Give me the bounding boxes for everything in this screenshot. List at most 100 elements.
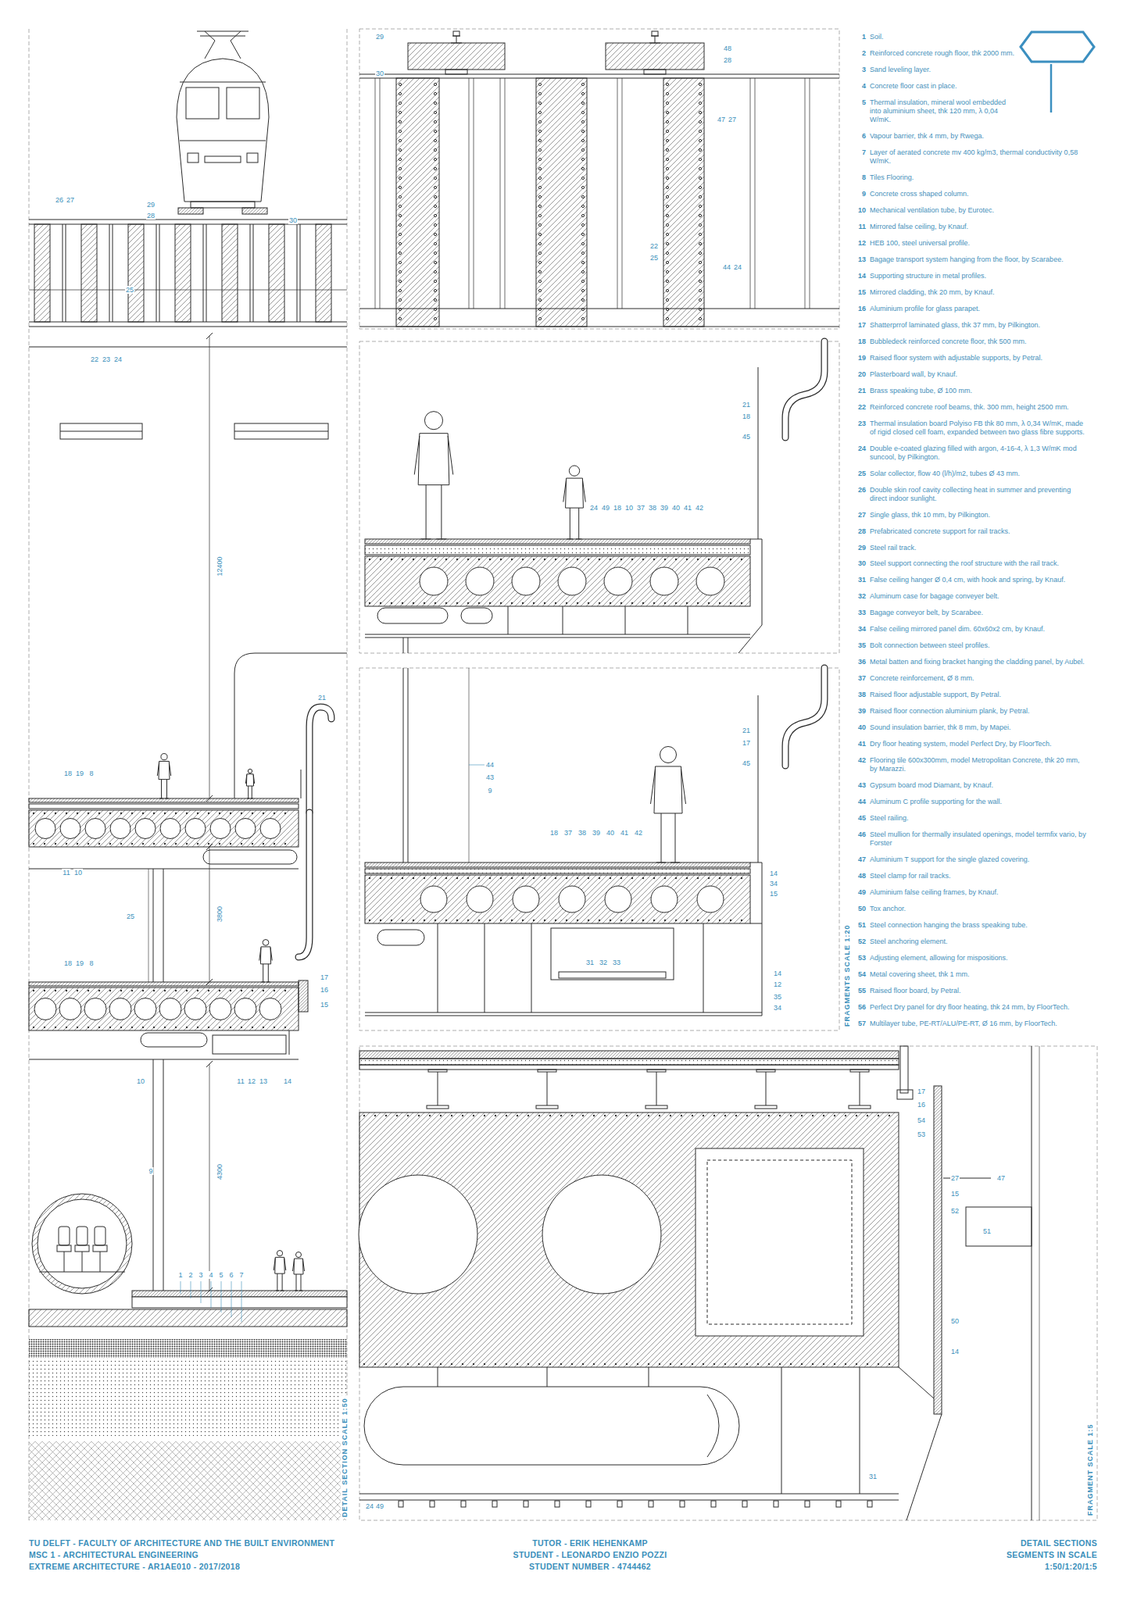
callout-number: 12 xyxy=(772,980,783,989)
rebar-dot xyxy=(615,1115,617,1117)
legend-number: 3 xyxy=(853,65,866,75)
callout-number: 18 xyxy=(549,829,559,837)
window xyxy=(60,423,143,440)
bubble-void xyxy=(235,818,256,840)
rebar-dot xyxy=(273,843,276,845)
rebar-dot xyxy=(598,602,601,605)
dimension-text: 4300 xyxy=(215,1162,224,1182)
rebar-dot xyxy=(196,812,199,815)
rebar-dot xyxy=(433,157,437,161)
rebar-dot xyxy=(538,317,541,320)
rebar-dot xyxy=(822,1115,825,1117)
rebar-dot xyxy=(54,843,57,845)
rebar-dot xyxy=(888,1363,891,1366)
speaking-tube xyxy=(785,668,825,766)
rebar-dot xyxy=(407,1115,409,1117)
rebar-dot xyxy=(538,270,541,273)
callout-number: 17 xyxy=(916,1087,927,1096)
rebar-dot xyxy=(368,602,371,605)
concrete-floor xyxy=(28,1309,347,1327)
rebar-dot xyxy=(207,990,210,992)
legend-number: 39 xyxy=(853,707,866,716)
title-block-text: 1:50/1:20/1:5 xyxy=(1044,1561,1098,1573)
rebar-dot xyxy=(153,812,155,815)
roof-glazing xyxy=(622,78,623,309)
rebar-dot xyxy=(434,602,437,605)
legend-description: Tox anchor. xyxy=(869,904,1089,914)
callout-number: 37 xyxy=(636,504,646,512)
legend-description: Aluminium T support for the single glaze… xyxy=(869,855,1089,865)
rebar-dot xyxy=(43,990,46,992)
legend-description: Aluminium false ceiling frames, by Knauf… xyxy=(869,888,1089,898)
rebar-dot xyxy=(581,176,584,179)
window-line xyxy=(234,431,329,433)
rebar-dot xyxy=(581,289,584,292)
rail-support xyxy=(178,207,204,215)
person-arms xyxy=(157,762,171,776)
rail-support xyxy=(605,42,705,70)
rail-support xyxy=(407,42,505,70)
glass-parapet xyxy=(900,1046,909,1094)
roof-beam xyxy=(396,78,440,327)
callout-number: 21 xyxy=(741,400,751,409)
ceiling-frame xyxy=(461,1501,466,1508)
callout-number: 14 xyxy=(950,1348,960,1356)
legend-number: 55 xyxy=(853,986,866,996)
person-arms xyxy=(245,775,254,784)
legend-description: Raised floor system with adjustable supp… xyxy=(869,354,1089,363)
rebar-dot xyxy=(527,1115,530,1117)
person-head xyxy=(247,768,252,773)
rebar-dot xyxy=(142,1026,144,1029)
callout-number: 22 xyxy=(89,355,100,364)
rebar-dot xyxy=(538,101,541,104)
rebar-dot xyxy=(374,1363,376,1366)
rebar-dot xyxy=(698,82,701,86)
rebar-dot xyxy=(581,120,584,123)
bubble-void xyxy=(557,567,587,596)
pedestal xyxy=(859,1072,861,1106)
bubble-void xyxy=(697,886,724,913)
wall-line xyxy=(407,637,409,654)
rebar-dot xyxy=(433,251,437,254)
seat-leg xyxy=(64,1251,65,1273)
rebar-dot xyxy=(665,82,669,86)
rebar-dot xyxy=(582,1115,584,1117)
callout-number: 45 xyxy=(741,759,751,768)
roof-beam xyxy=(663,78,705,327)
rebar-dot xyxy=(538,232,541,236)
locomotive-line xyxy=(179,82,266,141)
rebar-dot xyxy=(456,558,458,561)
legend-description: Reinforced concrete rough floor, thk 200… xyxy=(869,49,1016,58)
panel-border xyxy=(359,28,840,329)
legend-number: 40 xyxy=(853,723,866,733)
rebar-dot xyxy=(412,602,415,605)
rebar-dot xyxy=(581,157,584,161)
legend-number: 12 xyxy=(853,239,866,248)
rebar-dot xyxy=(708,919,710,922)
rebar-dot xyxy=(398,148,401,151)
roof-line xyxy=(359,74,840,76)
roof-glazing xyxy=(617,78,619,309)
rebar-dot xyxy=(368,919,371,922)
legend-number: 56 xyxy=(853,1003,866,1012)
rebar-dot xyxy=(698,110,701,114)
roof-glazing xyxy=(468,78,470,309)
rebar-dot xyxy=(412,558,415,561)
rebar-dot xyxy=(581,195,584,198)
rebar-dot xyxy=(433,176,437,179)
callout-number: 4 xyxy=(207,1271,214,1280)
soil-layer xyxy=(28,1358,347,1437)
rebar-dot xyxy=(142,843,144,845)
rebar-dot xyxy=(593,1363,595,1366)
hanger xyxy=(437,1367,439,1388)
solar-collector xyxy=(28,289,347,291)
train-seat xyxy=(57,1245,72,1252)
bubble-void xyxy=(419,567,448,596)
rebar-dot xyxy=(598,919,601,922)
rebar-dot xyxy=(65,812,68,815)
case-end xyxy=(707,1394,719,1458)
rebar-dot xyxy=(185,843,188,845)
rebar-dot xyxy=(478,919,480,922)
rebar-dot xyxy=(740,558,743,561)
callout-number: 45 xyxy=(741,432,751,441)
